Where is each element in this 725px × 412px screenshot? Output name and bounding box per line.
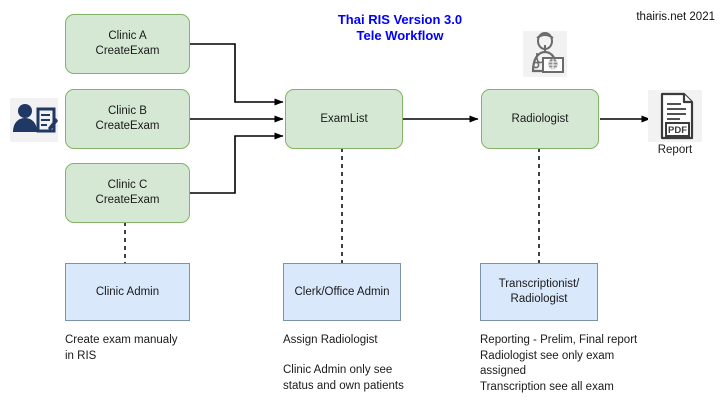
connector-clinic-c-to-examlist [190,132,284,194]
process-box-clinic-c[interactable]: Clinic C CreateExam [65,163,190,223]
pdf-document-icon: PDF [648,90,702,142]
site-credit: thairis.net 2021 [636,11,715,23]
pdf-badge-text: PDF [668,125,687,136]
process-box-clinic-b[interactable]: Clinic B CreateExam [65,89,190,149]
person-with-form-icon [10,98,58,142]
doctor-with-xray-icon [523,31,567,77]
role-box-clinic-admin[interactable]: Clinic Admin [65,263,190,321]
caption-clinic: Create exam manualy in RIS [65,334,178,362]
caption-assign-radiologist: Assign Radiologist [283,334,378,346]
process-box-examlist[interactable]: ExamList [285,89,403,149]
role-box-clerk-office-admin[interactable]: Clerk/Office Admin [283,263,401,321]
connector-clinic-a-to-examlist [190,43,284,106]
report-label: Report [657,144,693,156]
report-node[interactable]: PDF Report [648,90,702,162]
role-box-transcriptionist-radiologist[interactable]: Transcriptionist/ Radiologist [480,263,598,321]
process-box-radiologist[interactable]: Radiologist [481,89,599,149]
caption-reporting: Reporting - Prelim, Final report Radiolo… [480,334,638,393]
caption-clinic-admin-visibility: Clinic Admin only see status and own pat… [283,364,404,392]
process-box-clinic-a[interactable]: Clinic A CreateExam [65,14,190,74]
page-title: Thai RIS Version 3.0 Tele Workflow [337,12,463,43]
